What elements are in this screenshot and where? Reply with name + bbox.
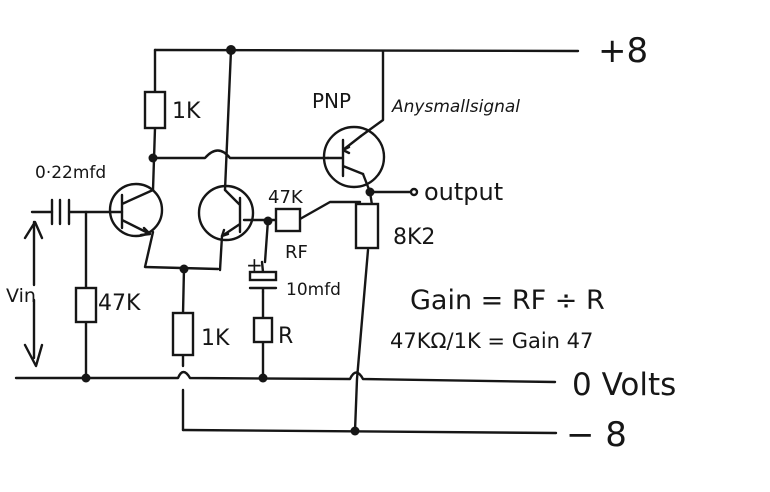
junction-negative xyxy=(350,426,360,436)
junctions xyxy=(81,45,419,436)
label-cap-feedback: 10mfd xyxy=(286,280,341,300)
positive-rail xyxy=(153,48,580,53)
resistor-feedback xyxy=(274,207,302,233)
formula-gain: Gain = RF ÷ R xyxy=(410,285,605,316)
resistor-load xyxy=(354,202,380,250)
transistor-pnp xyxy=(322,125,386,189)
resistors xyxy=(74,90,380,357)
label-cap-polarity: + xyxy=(246,253,263,277)
junction-top xyxy=(226,45,236,55)
label-rf-value: 47K xyxy=(268,187,304,208)
resistor-top-left xyxy=(143,90,167,130)
wires xyxy=(23,48,412,433)
junction-base xyxy=(263,216,273,226)
negative-rail xyxy=(181,428,558,435)
resistor-gain xyxy=(252,316,274,344)
junction-ground-left xyxy=(81,373,91,383)
output-terminal xyxy=(409,187,419,197)
label-r-gain: R xyxy=(278,324,293,349)
label-ground-rail: 0 Volts xyxy=(572,367,676,403)
labels: +8 0 Volts − 8 1K PNP Anysmallsignal 0·2… xyxy=(6,31,676,455)
transistor-input-npn xyxy=(108,182,164,238)
resistor-emitter xyxy=(171,311,195,357)
junction-output xyxy=(365,187,375,197)
label-negative-rail: − 8 xyxy=(566,415,627,455)
junction-emitters xyxy=(179,264,189,274)
label-output: output xyxy=(424,178,503,206)
label-transistor-note: Anysmallsignal xyxy=(391,97,520,117)
label-vin: Vin xyxy=(6,285,36,307)
ground-rail xyxy=(14,370,557,384)
label-pnp: PNP xyxy=(312,89,351,113)
resistor-input-bias xyxy=(74,286,98,324)
label-r-top-left: 1K xyxy=(172,99,201,124)
label-r-emitter: 1K xyxy=(201,326,230,351)
junction-ground-mid xyxy=(258,373,268,383)
transistors xyxy=(108,125,386,242)
junction-collector xyxy=(148,153,158,163)
formula-example: 47KΩ/1K = Gain 47 xyxy=(390,329,593,353)
label-input-cap: 0·22mfd xyxy=(35,163,106,183)
capacitor-feedback xyxy=(248,270,278,282)
transistor-second-npn xyxy=(197,184,255,242)
label-r-load: 8K2 xyxy=(393,225,435,250)
capacitors xyxy=(50,198,278,294)
label-rf-name: RF xyxy=(285,242,308,263)
label-positive-rail: +8 xyxy=(598,31,648,71)
capacitor-input xyxy=(50,198,71,226)
label-r-input-bias: 47K xyxy=(98,291,141,316)
rails xyxy=(14,48,580,435)
